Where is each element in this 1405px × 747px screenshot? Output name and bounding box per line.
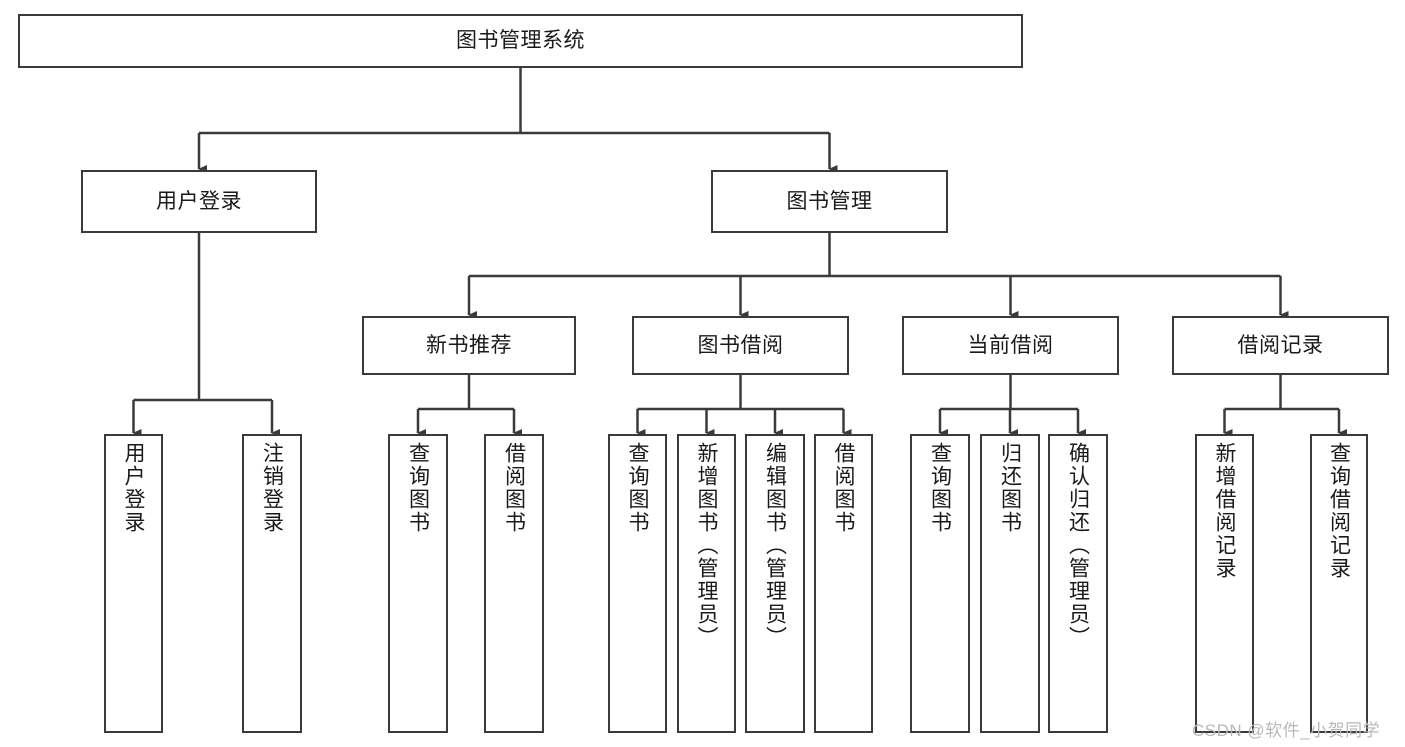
node-label: 当前借阅 (967, 333, 1054, 357)
node-label: 确认归还（管理员） (1066, 442, 1090, 649)
node-label: 查询图书 (928, 442, 952, 534)
node-leaf-borrow-book-2[interactable]: 借阅图书 (814, 434, 873, 733)
node-book-manage[interactable]: 图书管理 (711, 170, 948, 233)
node-leaf-query-book-2[interactable]: 查询图书 (608, 434, 667, 733)
node-label: 用户登录 (122, 442, 145, 534)
node-leaf-return-book[interactable]: 归还图书 (980, 434, 1040, 733)
node-label: 图书借阅 (697, 333, 784, 357)
edge-group (132, 68, 1347, 437)
node-current-borrow[interactable]: 当前借阅 (902, 316, 1119, 375)
csdn-watermark: CSDN @软件_小贺同学 (1192, 721, 1381, 740)
node-book-borrow[interactable]: 图书借阅 (632, 316, 849, 375)
node-label: 查询借阅记录 (1327, 442, 1351, 580)
node-label: 编辑图书（管理员） (763, 442, 787, 649)
node-label: 用户登录 (156, 189, 242, 213)
node-leaf-edit-book[interactable]: 编辑图书（管理员） (745, 434, 805, 733)
node-leaf-query-record[interactable]: 查询借阅记录 (1310, 434, 1368, 733)
node-leaf-borrow-book-1[interactable]: 借阅图书 (484, 434, 544, 733)
node-leaf-user-logout[interactable]: 注销登录 (242, 434, 302, 733)
node-label: 图书管理系统 (456, 29, 585, 53)
node-label: 借阅图书 (832, 442, 855, 534)
node-leaf-query-book-1[interactable]: 查询图书 (388, 434, 448, 733)
node-leaf-add-book[interactable]: 新增图书（管理员） (677, 434, 736, 733)
node-label: 注销登录 (260, 442, 284, 534)
node-leaf-user-login[interactable]: 用户登录 (104, 434, 163, 733)
node-label: 查询图书 (406, 442, 430, 534)
node-root[interactable]: 图书管理系统 (18, 14, 1023, 68)
node-borrow-record[interactable]: 借阅记录 (1172, 316, 1389, 375)
node-leaf-query-book-3[interactable]: 查询图书 (910, 434, 970, 733)
node-label: 查询图书 (626, 442, 649, 534)
node-leaf-confirm-return[interactable]: 确认归还（管理员） (1048, 434, 1108, 733)
node-label: 新书推荐 (426, 333, 512, 357)
node-label: 归还图书 (998, 442, 1022, 534)
node-label: 借阅记录 (1237, 333, 1324, 357)
node-label: 新增借阅记录 (1213, 442, 1236, 580)
node-leaf-add-record[interactable]: 新增借阅记录 (1195, 434, 1254, 733)
node-label: 图书管理 (786, 189, 873, 213)
node-user-login[interactable]: 用户登录 (81, 170, 317, 233)
node-new-book-rec[interactable]: 新书推荐 (362, 316, 576, 375)
node-label: 新增图书（管理员） (695, 442, 718, 649)
node-label: 借阅图书 (502, 442, 526, 534)
